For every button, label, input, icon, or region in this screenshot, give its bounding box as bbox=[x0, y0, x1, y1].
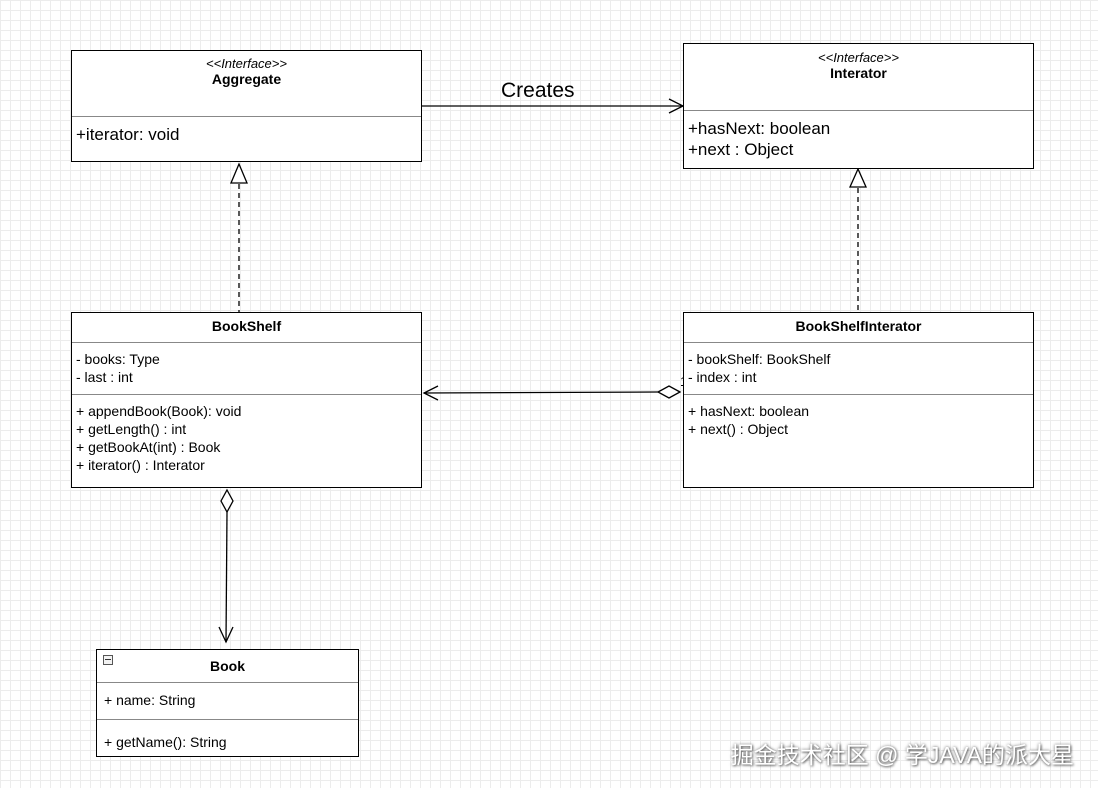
class-bookshelfinterator[interactable]: BookShelfInterator - bookShelf: BookShel… bbox=[683, 312, 1034, 488]
compartment-divider bbox=[684, 394, 1033, 395]
class-name: Book bbox=[210, 658, 245, 674]
attribute-row: - last : int bbox=[76, 369, 133, 385]
attributes-section: - bookShelf: BookShelf - index : int bbox=[688, 350, 1029, 386]
watermark: 掘金技术社区 @ 学JAVA的派大星 bbox=[730, 742, 1074, 768]
operation-row: + getLength() : int bbox=[76, 421, 187, 437]
operations-section: + hasNext: boolean + next() : Object bbox=[688, 402, 1029, 438]
operation-row: + appendBook(Book): void bbox=[76, 403, 242, 419]
class-interator[interactable]: <<Interface>> Interator +hasNext: boolea… bbox=[683, 43, 1034, 169]
operations-section: + appendBook(Book): void + getLength() :… bbox=[76, 402, 417, 474]
class-name: BookShelf bbox=[211, 318, 282, 334]
operations-section: + getName(): String bbox=[104, 733, 354, 751]
members-section: +iterator: void bbox=[76, 124, 417, 145]
attribute-row: - bookShelf: BookShelf bbox=[688, 351, 831, 367]
attribute-row: - books: Type bbox=[76, 351, 160, 367]
attribute-row: + name: String bbox=[104, 692, 196, 708]
bookshelfinterator-realizes-interator bbox=[848, 167, 868, 313]
bookshelf-realizes-aggregate bbox=[230, 162, 248, 313]
operation-row: + hasNext: boolean bbox=[688, 403, 810, 419]
member-row: +hasNext: boolean bbox=[688, 119, 831, 138]
collapse-toggle-icon[interactable] bbox=[103, 655, 113, 665]
operation-row: + iterator() : Interator bbox=[76, 457, 205, 473]
class-name: Aggregate bbox=[211, 71, 282, 87]
class-name: BookShelfInterator bbox=[795, 318, 922, 334]
compartment-divider bbox=[72, 116, 421, 117]
bookshelf-aggregates-book bbox=[218, 488, 234, 644]
class-book[interactable]: Book + name: String + getName(): String bbox=[96, 649, 359, 757]
class-bookshelf[interactable]: BookShelf - books: Type - last : int + a… bbox=[71, 312, 422, 488]
compartment-divider bbox=[97, 682, 358, 683]
member-row: +iterator: void bbox=[76, 125, 180, 144]
operation-row: + next() : Object bbox=[688, 421, 788, 437]
class-aggregate[interactable]: <<Interface>> Aggregate +iterator: void bbox=[71, 50, 422, 162]
compartment-divider bbox=[684, 110, 1033, 111]
stereotype-label: <<Interface>> bbox=[818, 50, 899, 65]
class-name: Interator bbox=[830, 65, 887, 81]
attributes-section: + name: String bbox=[104, 691, 354, 709]
operation-row: + getName(): String bbox=[104, 734, 227, 750]
attribute-row: - index : int bbox=[688, 369, 757, 385]
operation-row: + getBookAt(int) : Book bbox=[76, 439, 221, 455]
attributes-section: - books: Type - last : int bbox=[76, 350, 417, 386]
bookshelfinterator-aggregates-bookshelf bbox=[422, 385, 682, 401]
stereotype-label: <<Interface>> bbox=[206, 56, 287, 71]
compartment-divider bbox=[72, 394, 421, 395]
member-row: +next : Object bbox=[688, 140, 794, 159]
compartment-divider bbox=[97, 719, 358, 720]
creates-label: Creates bbox=[501, 79, 575, 102]
compartment-divider bbox=[684, 342, 1033, 343]
compartment-divider bbox=[72, 342, 421, 343]
members-section: +hasNext: boolean +next : Object bbox=[688, 118, 1029, 160]
